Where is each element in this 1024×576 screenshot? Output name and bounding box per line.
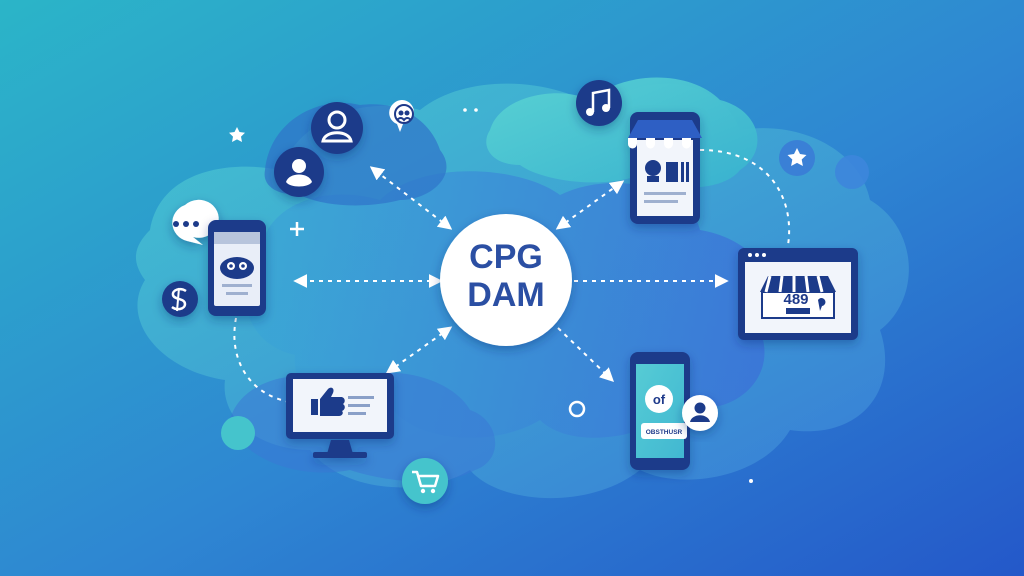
monitor-icon bbox=[286, 373, 394, 458]
hub-circle bbox=[440, 214, 572, 346]
tablet-icon bbox=[628, 112, 702, 224]
connector-phone-monitor bbox=[233, 317, 291, 403]
connector-users bbox=[369, 166, 453, 230]
person-icon bbox=[682, 395, 718, 431]
phone-caption: OBSTHUSR bbox=[646, 429, 683, 436]
star-icon bbox=[229, 127, 245, 142]
storefront-icon bbox=[628, 138, 691, 149]
person-icon bbox=[274, 147, 324, 197]
ring-icon bbox=[568, 400, 586, 418]
hub-label-line2: DAM bbox=[467, 276, 544, 314]
chat-dots-icon bbox=[172, 199, 219, 245]
storefront-icon bbox=[760, 275, 836, 319]
connector-tablet bbox=[555, 180, 625, 230]
currency-icon bbox=[162, 281, 198, 317]
hub-label-line1: CPG bbox=[469, 238, 543, 276]
star-badge bbox=[779, 140, 815, 176]
users-chat-icon bbox=[389, 100, 414, 132]
connectors bbox=[233, 149, 791, 403]
plus-icon bbox=[290, 222, 304, 236]
mobile-phone-icon bbox=[208, 220, 266, 316]
connector-monitor bbox=[385, 326, 453, 374]
mobile-phone-icon bbox=[630, 352, 690, 470]
deco-dot bbox=[749, 479, 753, 483]
phone-badge: of bbox=[653, 392, 666, 407]
music-note-icon bbox=[576, 80, 622, 126]
deco-circle-teal bbox=[221, 416, 255, 450]
connector-phone-right bbox=[557, 327, 615, 382]
star-icon bbox=[787, 148, 807, 166]
ellipsis-dots bbox=[463, 108, 478, 112]
user-icon bbox=[311, 102, 363, 154]
deco-circle bbox=[835, 155, 869, 189]
connector-tablet-storefront bbox=[699, 149, 791, 246]
hub bbox=[440, 214, 572, 346]
thumbs-up-icon bbox=[311, 387, 345, 416]
storefront-window bbox=[738, 248, 858, 340]
shopping-cart-icon bbox=[402, 458, 448, 504]
storefront-price: 489 bbox=[783, 291, 808, 308]
